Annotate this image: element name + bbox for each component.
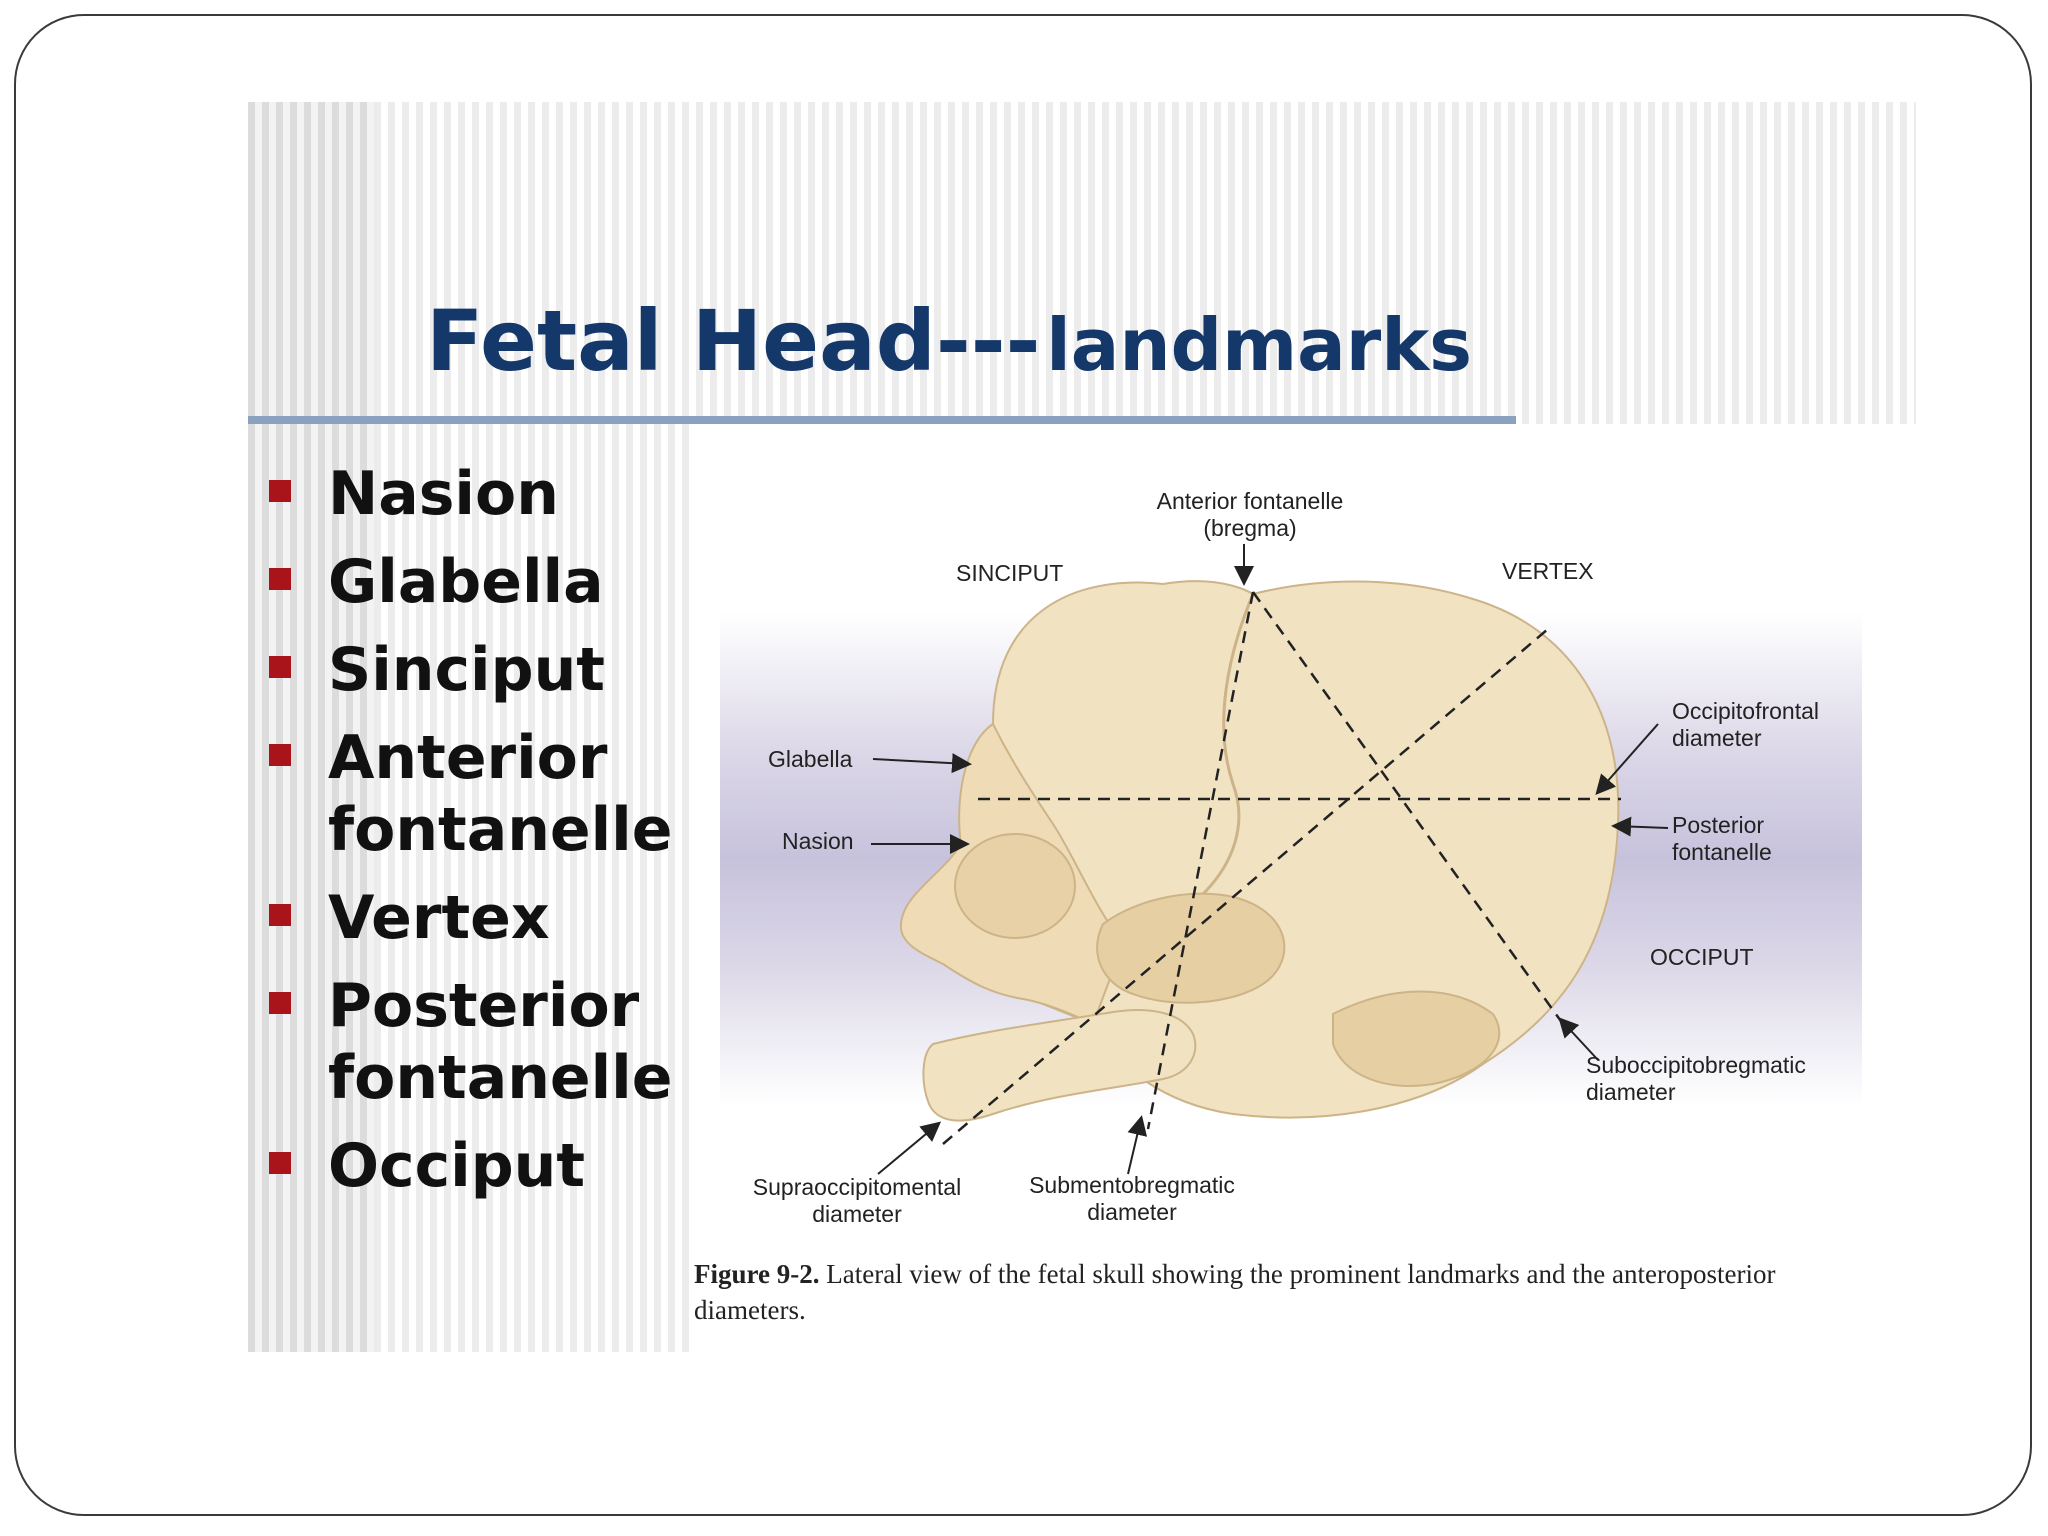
slide-left-shade bbox=[248, 102, 374, 1352]
bullet-square-icon bbox=[269, 904, 291, 926]
label-line: (bregma) bbox=[1203, 515, 1297, 541]
label-line: Occipitofrontal bbox=[1672, 698, 1820, 724]
title-underline bbox=[248, 416, 1516, 424]
suboccipitobregmatic-arrow bbox=[1558, 1017, 1599, 1061]
slide-title: Fetal Head--- landmarks bbox=[426, 292, 1726, 402]
submentobregmatic-diameter-line bbox=[1146, 591, 1255, 1130]
suboccipitobregmatic-diameter-line bbox=[1251, 591, 1565, 1025]
label-sinciput: SINCIPUT bbox=[956, 560, 1064, 586]
bullet-square-icon bbox=[269, 992, 291, 1014]
label-line: diameter bbox=[1087, 1199, 1177, 1225]
label-line: Submentobregmatic bbox=[1029, 1172, 1235, 1198]
label-line: diameter bbox=[1586, 1079, 1676, 1105]
glabella-arrow bbox=[872, 753, 972, 774]
list-item: Anterior fontanelle bbox=[262, 722, 702, 866]
list-item-label: Sinciput bbox=[328, 635, 605, 705]
label-submentobregmatic-diameter: Submentobregmatic diameter bbox=[1002, 1172, 1262, 1226]
skull-mandible bbox=[922, 1009, 1197, 1122]
list-item: Sinciput bbox=[262, 634, 702, 706]
label-vertex: VERTEX bbox=[1502, 558, 1594, 584]
label-supraoccipitomental-diameter: Supraoccipitomental diameter bbox=[722, 1174, 992, 1228]
label-line: fontanelle bbox=[1672, 839, 1772, 865]
label-anterior-fontanelle: Anterior fontanelle (bregma) bbox=[1120, 488, 1380, 542]
list-item-label: Glabella bbox=[328, 547, 604, 617]
label-posterior-fontanelle: Posterior fontanelle bbox=[1672, 812, 1772, 866]
caption-label: Figure 9-2. bbox=[694, 1259, 820, 1289]
label-line: Posterior bbox=[1672, 812, 1765, 838]
list-item-label: Occiput bbox=[328, 1131, 586, 1201]
skull-orbit bbox=[954, 833, 1076, 939]
bullet-square-icon bbox=[269, 656, 291, 678]
skull-suture bbox=[1201, 593, 1255, 896]
skull-occipital-base bbox=[1332, 990, 1501, 1087]
label-line: diameter bbox=[1672, 725, 1762, 751]
label-line: diameter bbox=[812, 1201, 902, 1227]
list-item: Occiput bbox=[262, 1130, 702, 1202]
bullet-square-icon bbox=[269, 480, 291, 502]
label-line: Anterior fontanelle bbox=[1156, 488, 1344, 514]
posterior-fontanelle-arrow bbox=[1611, 816, 1669, 837]
supraoccipitomental-arrow bbox=[877, 1121, 942, 1175]
occipitofrontal-arrow bbox=[1595, 723, 1659, 795]
list-item: Glabella bbox=[262, 546, 702, 618]
list-item-label: Anterior fontanelle bbox=[328, 723, 673, 865]
label-suboccipitobregmatic-diameter: Suboccipitobregmatic diameter bbox=[1586, 1052, 1806, 1106]
label-occiput: OCCIPUT bbox=[1650, 944, 1754, 970]
skull-temporal bbox=[1096, 892, 1286, 1004]
list-item-label: Nasion bbox=[328, 459, 559, 529]
list-item: Nasion bbox=[262, 458, 702, 530]
label-occipitofrontal-diameter: Occipitofrontal diameter bbox=[1672, 698, 1819, 752]
caption-text: Lateral view of the fetal skull showing … bbox=[694, 1259, 1776, 1325]
figure-caption: Figure 9-2. Lateral view of the fetal sk… bbox=[694, 1256, 1834, 1328]
list-item-label: Posterior fontanelle bbox=[328, 971, 673, 1113]
submentobregmatic-arrow bbox=[1127, 1115, 1148, 1175]
label-line: Supraoccipitomental bbox=[752, 1174, 962, 1200]
label-line: Suboccipitobregmatic bbox=[1586, 1052, 1806, 1078]
bullet-square-icon bbox=[269, 1152, 291, 1174]
list-item: Vertex bbox=[262, 882, 702, 954]
label-nasion: Nasion bbox=[782, 828, 854, 854]
title-sub: landmarks bbox=[1046, 303, 1472, 387]
label-glabella: Glabella bbox=[768, 746, 853, 772]
list-item: Posterior fontanelle bbox=[262, 970, 702, 1114]
bullet-square-icon bbox=[269, 744, 291, 766]
title-main: Fetal Head--- bbox=[426, 292, 1041, 390]
supraoccipitomental-diameter-line bbox=[942, 628, 1549, 1145]
landmark-list: Nasion Glabella Sinciput Anterior fontan… bbox=[262, 458, 702, 1218]
bullet-square-icon bbox=[269, 568, 291, 590]
fetal-skull-illustration bbox=[871, 544, 1669, 1175]
list-item-label: Vertex bbox=[328, 883, 550, 953]
